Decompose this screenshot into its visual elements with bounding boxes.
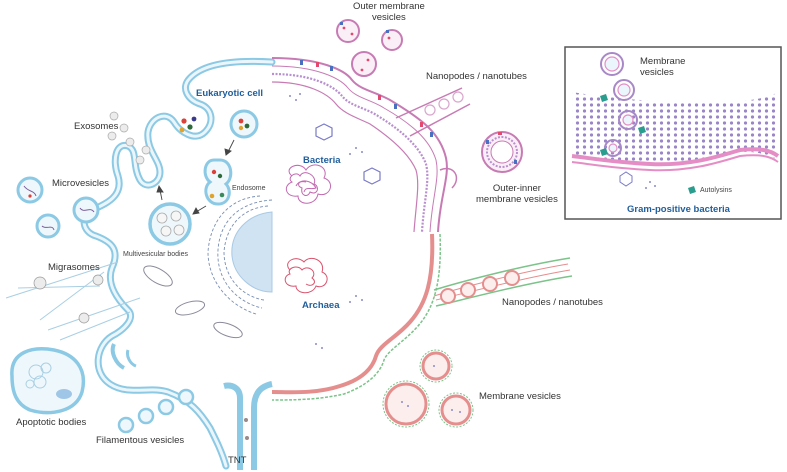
outer-membrane-vesicle bbox=[351, 51, 377, 77]
endosome bbox=[203, 158, 233, 206]
label-apoptotic-bodies: Apoptotic bodies bbox=[16, 417, 87, 428]
label-eukaryotic-cell: Eukaryotic cell bbox=[196, 88, 264, 99]
mitochondrion bbox=[174, 300, 206, 316]
gram-positive-inset bbox=[564, 46, 782, 220]
migrasomes bbox=[5, 261, 141, 341]
archaea-membrane bbox=[271, 233, 435, 395]
label-multivesicular-bodies: Multivesicular bodies bbox=[123, 251, 188, 258]
endoplasmic-reticulum bbox=[207, 195, 273, 315]
label-autolysins: Autolysins bbox=[700, 187, 732, 194]
label-filamentous-vesicles: Filamentous vesicles bbox=[96, 435, 185, 446]
eukaryotic-cell bbox=[5, 57, 276, 470]
bacterial-nucleoid bbox=[285, 164, 332, 204]
label-membrane-vesicles-archaea: Membrane vesicles bbox=[479, 391, 561, 402]
filamentous-vesicles bbox=[117, 388, 195, 434]
mitochondrion bbox=[143, 265, 173, 287]
archaeal-nucleoid bbox=[284, 257, 328, 294]
bacterial-cell bbox=[271, 19, 523, 233]
label-tnt: TNT bbox=[228, 455, 247, 466]
peptidoglycan-layer bbox=[572, 92, 778, 164]
label-exosomes: Exosomes bbox=[74, 121, 119, 132]
label-gp-membrane-vesicles: Membrane vesicles bbox=[640, 56, 686, 78]
apoptotic-body bbox=[10, 347, 86, 415]
label-migrasomes: Migrasomes bbox=[48, 262, 100, 273]
label-outer-membrane-vesicles: Outer membrane vesicles bbox=[353, 1, 425, 23]
label-nanopodes-top: Nanopodes / nanotubes bbox=[426, 71, 527, 82]
label-outer-inner-membrane-vesicles: Outer-inner membrane vesicles bbox=[476, 183, 558, 205]
label-nanopodes-bottom: Nanopodes / nanotubes bbox=[502, 297, 603, 308]
bacteria-outer-membrane bbox=[271, 57, 448, 233]
label-gram-positive-bacteria: Gram-positive bacteria bbox=[627, 204, 730, 215]
outer-membrane-vesicle bbox=[336, 19, 360, 43]
label-archaea: Archaea bbox=[302, 300, 340, 311]
endocytic-vesicle bbox=[229, 109, 259, 139]
label-bacteria: Bacteria bbox=[303, 155, 341, 166]
archaeal-membrane-vesicles bbox=[382, 349, 474, 428]
outer-membrane-vesicle bbox=[381, 29, 403, 51]
label-microvesicles: Microvesicles bbox=[52, 178, 110, 189]
bacterial-ribosome-hex bbox=[315, 123, 333, 141]
multivesicular-body bbox=[148, 202, 192, 246]
nucleus bbox=[231, 211, 273, 293]
autolysin-icon bbox=[600, 94, 696, 194]
archaeal-cell bbox=[271, 233, 573, 428]
exosomes bbox=[107, 111, 151, 165]
mitochondrion bbox=[213, 321, 243, 339]
label-endosome: Endosome bbox=[232, 185, 266, 192]
